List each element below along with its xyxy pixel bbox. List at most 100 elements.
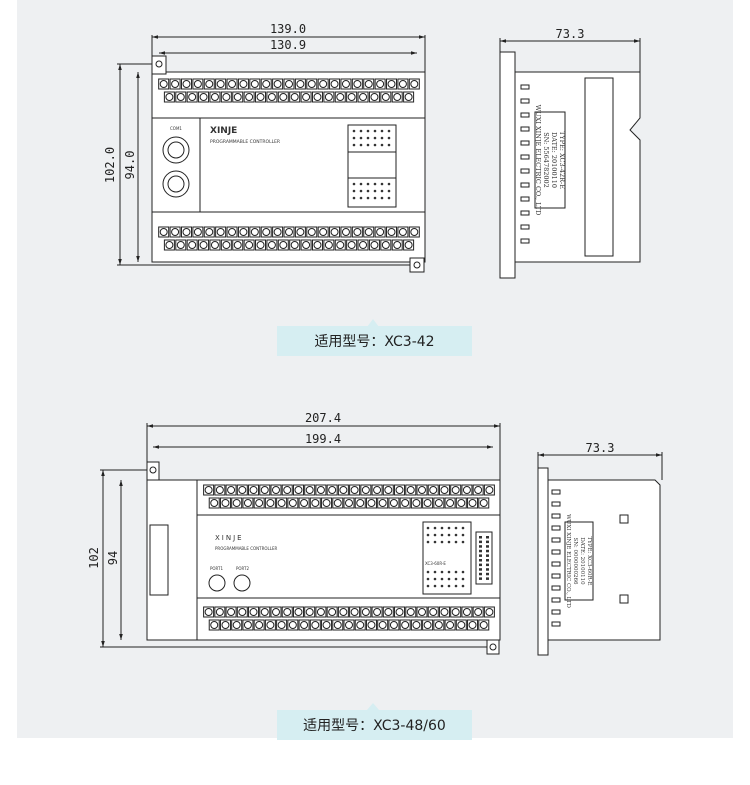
terminal-block [294, 226, 306, 238]
led-dot [387, 143, 391, 147]
terminal-block [198, 91, 210, 103]
led-dot [461, 533, 465, 537]
terminal-block [232, 239, 244, 251]
led-dot [440, 540, 444, 544]
terminal-screw [316, 486, 325, 494]
terminal-block [203, 484, 215, 496]
bottom-side-view [537, 467, 661, 656]
terminal-block [397, 226, 409, 238]
terminal-block [225, 484, 237, 496]
led-dot [440, 526, 444, 530]
terminal-screw [193, 228, 202, 236]
terminal-screw [474, 486, 483, 494]
terminal-screw [378, 499, 387, 507]
terminal-block [360, 484, 372, 496]
terminal-block [357, 91, 369, 103]
terminal-block [270, 484, 282, 496]
expansion-pin [479, 549, 482, 553]
terminal-screw [333, 499, 342, 507]
terminal-screw [222, 93, 231, 101]
vent-slot [520, 140, 530, 146]
terminal-block [277, 91, 289, 103]
terminal-screw [245, 93, 254, 101]
terminal-block [203, 226, 215, 238]
terminal-block [374, 226, 386, 238]
led-dot [447, 526, 451, 530]
bottom-side-clip-1 [619, 514, 629, 524]
terminal-screw [446, 621, 455, 629]
top-side-label-sn: SN: 5564782002 [542, 132, 550, 188]
terminal-block [306, 78, 318, 90]
terminal-screw [188, 93, 197, 101]
terminal-screw [479, 621, 488, 629]
terminal-block [192, 78, 204, 90]
led-dot [426, 526, 430, 530]
led-dot [433, 526, 437, 530]
terminal-block [323, 91, 335, 103]
terminal-screw [210, 499, 219, 507]
top-port-label: COM1 [170, 126, 182, 131]
top-side-dimensions [499, 38, 641, 72]
terminal-block [380, 91, 392, 103]
terminal-block [408, 226, 420, 238]
terminal-block [208, 497, 220, 509]
terminal-block [329, 78, 341, 90]
terminal-block [175, 91, 187, 103]
led-dot [366, 189, 370, 193]
top-side-label-type: TYPE: XC3-42R-E [558, 131, 566, 189]
bottom-terminal-strip-lower [203, 606, 495, 631]
terminal-screw [262, 80, 271, 88]
terminal-block [215, 226, 227, 238]
led-dot [454, 540, 458, 544]
terminal-block [382, 484, 394, 496]
terminal-screw [165, 93, 174, 101]
terminal-block [304, 606, 316, 618]
terminal-block [478, 497, 490, 509]
led-dot [373, 136, 377, 140]
terminal-screw [232, 499, 241, 507]
terminal-block [276, 619, 288, 631]
terminal-screw [429, 486, 438, 494]
led-dot [387, 196, 391, 200]
terminal-block [259, 606, 271, 618]
expansion-pin [486, 549, 489, 553]
top-side-label-date: DATE: 20100110 [550, 132, 558, 188]
led-dot [373, 129, 377, 133]
terminal-screw [205, 80, 214, 88]
terminal-screw [350, 608, 359, 616]
terminal-screw [373, 486, 382, 494]
terminal-screw [345, 621, 353, 629]
vent-slot [520, 112, 530, 118]
terminal-screw [245, 241, 254, 249]
expansion-pin [479, 536, 482, 539]
led-dot [373, 189, 377, 193]
terminal-screw [302, 93, 311, 101]
terminal-block [287, 497, 299, 509]
bottom-led-indicators [426, 526, 465, 588]
terminal-block [332, 619, 344, 631]
terminal-block [410, 619, 422, 631]
terminal-screw [446, 499, 455, 507]
terminal-screw [311, 621, 320, 629]
bottom-model-text: XC3-60R-E [425, 561, 446, 566]
terminal-block [225, 606, 237, 618]
led-dot [461, 526, 465, 530]
terminal-screw [279, 93, 288, 101]
terminal-block [450, 484, 462, 496]
terminal-screw [313, 241, 322, 249]
terminal-block [416, 606, 428, 618]
terminal-block [283, 226, 295, 238]
terminal-block [354, 497, 366, 509]
bottom-side-dim-depth: 73.3 [586, 441, 615, 455]
terminal-screw [462, 486, 471, 494]
terminal-screw [356, 499, 365, 507]
terminal-screw [256, 241, 265, 249]
terminal-block [478, 619, 490, 631]
bottom-front-dimensions [100, 423, 501, 648]
top-mount-tab-br [409, 257, 425, 273]
terminal-block [300, 91, 312, 103]
terminal-block [243, 91, 255, 103]
terminal-block [455, 497, 467, 509]
terminal-block [272, 78, 284, 90]
terminal-screw [290, 93, 299, 101]
